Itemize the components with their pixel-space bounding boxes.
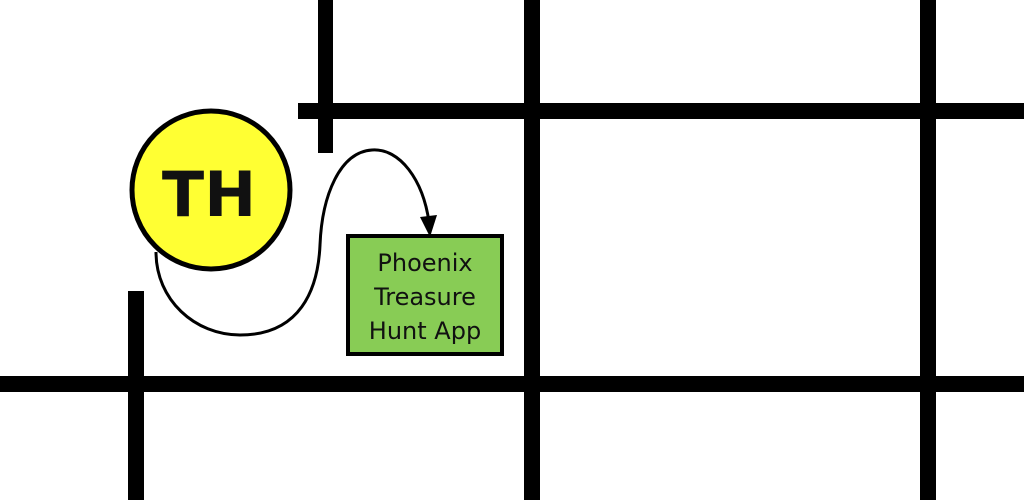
title-line-3: Hunt App	[369, 317, 481, 345]
grid-line	[524, 0, 540, 500]
grid-line	[0, 376, 1024, 392]
grid-line	[128, 291, 144, 500]
title-box	[346, 234, 504, 356]
title-line-1: Phoenix	[377, 249, 472, 277]
grid-line	[318, 0, 333, 153]
logo-circle	[129, 108, 293, 272]
grid-line	[920, 0, 936, 500]
logo-badge: TH	[129, 108, 293, 272]
logo-initials: TH	[162, 158, 256, 231]
grid-line	[298, 103, 1024, 119]
app-title-box: Phoenix Treasure Hunt App	[346, 234, 504, 356]
arrow-head-icon	[420, 215, 437, 237]
title-line-2: Treasure	[373, 283, 476, 311]
curved-arrow-icon	[154, 148, 431, 337]
